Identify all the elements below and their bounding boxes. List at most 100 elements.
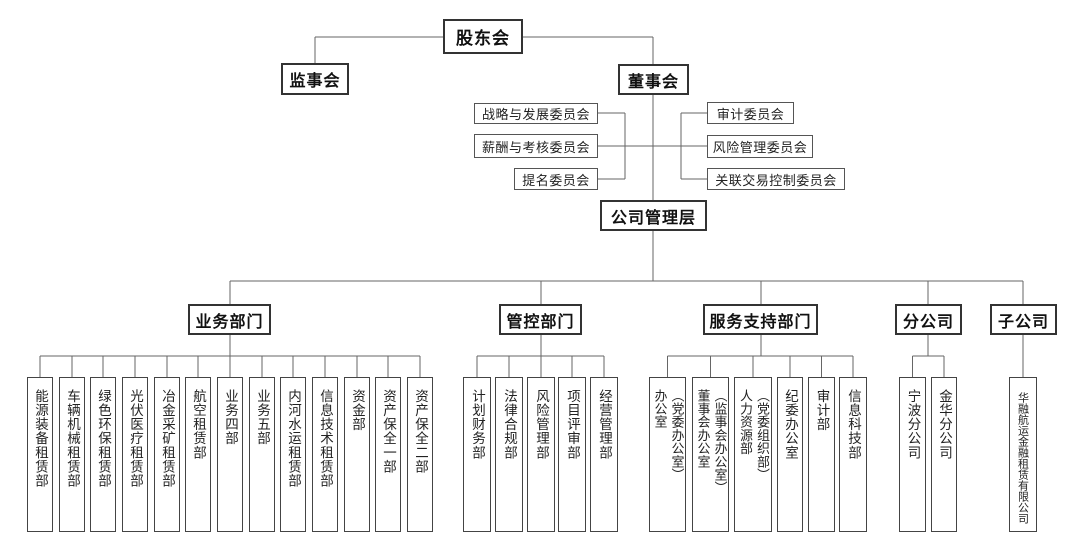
committee-label: 战略与发展委员会: [481, 108, 590, 123]
shareholders-meeting-box: 股东会: [443, 19, 523, 54]
committee-label: 提名委员会: [522, 173, 590, 189]
unit-label: 资金部: [349, 389, 365, 431]
unit-label: 能源装备租赁部: [32, 389, 48, 488]
committee-label: 关联交易控制委员会: [715, 173, 837, 189]
unit-label: 办公室（党委办公室）: [651, 389, 685, 481]
unit-label: 冶金采矿租赁部: [159, 389, 175, 488]
unit-box-branches: 金华分公司: [931, 377, 957, 532]
unit-label: 宁波分公司: [905, 389, 921, 460]
unit-label: 法律合规部: [501, 389, 517, 460]
unit-name: 项目评审部: [564, 389, 580, 460]
unit-box-business: 资产保全一部: [375, 377, 401, 532]
unit-box-control: 经营管理部: [590, 377, 618, 532]
supervisory-board-box: 监事会: [281, 63, 349, 95]
unit-label: 内河水运租赁部: [285, 389, 301, 488]
management-box: 公司管理层: [600, 200, 707, 231]
unit-name: 纪委办公室: [782, 389, 798, 460]
unit-label: 计划财务部: [469, 389, 485, 460]
unit-label: 车辆机械租赁部: [64, 389, 80, 488]
supervisory-board-label: 监事会: [289, 71, 341, 90]
unit-label: 风险管理部: [533, 389, 549, 460]
unit-name: 业务四部: [222, 389, 238, 446]
unit-box-service-support: 审计部: [808, 377, 835, 532]
unit-name: 经营管理部: [596, 389, 612, 460]
unit-label: 资产保全二部: [412, 389, 428, 474]
unit-name: 信息技术租赁部: [317, 389, 333, 488]
unit-box-service-support: 信息科技部: [839, 377, 867, 532]
unit-name: 宁波分公司: [904, 389, 921, 460]
unit-box-service-support: 董事会办公室（监事会办公室）: [692, 377, 729, 532]
committee-label: 审计委员会: [716, 107, 785, 123]
unit-label: 人力资源部（党委组织部）: [736, 389, 770, 481]
unit-alias: （党委组织部）: [754, 389, 769, 482]
committee-nomination: 提名委员会: [514, 168, 598, 190]
unit-label: 业务四部: [222, 389, 238, 445]
division-subsidiaries-box: 子公司: [990, 304, 1057, 335]
unit-label: 董事会办公室（监事会办公室）: [694, 389, 728, 495]
committee-label: 风险管理委员会: [712, 141, 808, 156]
unit-label: 信息科技部: [845, 389, 861, 460]
unit-name: 金华分公司: [936, 389, 952, 460]
division-label: 子公司: [997, 311, 1049, 331]
management-label: 公司管理层: [610, 207, 696, 227]
unit-label: 光伏医疗租赁部: [127, 389, 143, 488]
unit-box-service-support: 纪委办公室: [777, 377, 803, 532]
unit-name: 华融航运金融租赁有限公司: [1016, 392, 1030, 524]
unit-box-business: 航空租赁部: [185, 377, 211, 532]
division-label: 管控部门: [506, 311, 575, 331]
unit-box-control: 风险管理部: [527, 377, 555, 532]
board-of-directors-label: 董事会: [627, 71, 679, 91]
unit-box-subsidiaries: 华融航运金融租赁有限公司: [1009, 377, 1037, 532]
unit-label: 绿色环保租赁部: [95, 389, 111, 488]
unit-name: 资产保全二部: [412, 389, 428, 474]
unit-name: 冶金采矿租赁部: [159, 389, 175, 488]
unit-box-business: 业务五部: [249, 377, 275, 532]
committee-label: 薪酬与考核委员会: [481, 140, 590, 156]
unit-box-business: 绿色环保租赁部: [90, 377, 116, 532]
unit-name: 信息科技部: [845, 389, 861, 460]
unit-box-business: 内河水运租赁部: [280, 377, 306, 532]
unit-box-service-support: 人力资源部（党委组织部）: [734, 377, 772, 532]
division-label: 业务部门: [195, 311, 264, 331]
unit-box-business: 光伏医疗租赁部: [122, 377, 148, 532]
unit-box-branches: 宁波分公司: [899, 377, 926, 532]
unit-name: 航空租赁部: [190, 389, 206, 460]
unit-box-control: 计划财务部: [463, 377, 491, 532]
unit-name: 内河水运租赁部: [285, 389, 301, 488]
committee-audit: 审计委员会: [707, 102, 794, 124]
unit-box-business: 冶金采矿租赁部: [154, 377, 180, 532]
division-branches-box: 分公司: [895, 304, 962, 335]
unit-label: 华融航运金融租赁有限公司: [1017, 389, 1030, 524]
division-label: 服务支持部门: [709, 311, 812, 331]
division-service-support-box: 服务支持部门: [703, 304, 818, 335]
unit-label: 信息技术租赁部: [317, 389, 333, 488]
unit-name: 人力资源部: [737, 389, 752, 455]
unit-box-business: 资金部: [344, 377, 370, 532]
unit-label: 航空租赁部: [190, 389, 206, 460]
unit-box-control: 法律合规部: [495, 377, 523, 532]
unit-name: 光伏医疗租赁部: [127, 389, 143, 488]
unit-label: 资产保全一部: [380, 389, 396, 474]
unit-box-business: 业务四部: [217, 377, 243, 532]
unit-name: 车辆机械租赁部: [64, 389, 80, 488]
unit-name: 资金部: [349, 389, 365, 432]
division-control-box: 管控部门: [499, 304, 582, 335]
unit-box-business: 能源装备租赁部: [27, 377, 53, 532]
unit-name: 业务五部: [254, 389, 270, 446]
division-business-box: 业务部门: [188, 304, 271, 335]
committee-remuneration-appraisal: 薪酬与考核委员会: [474, 134, 598, 158]
unit-box-service-support: 办公室（党委办公室）: [649, 377, 686, 532]
unit-name: 资产保全一部: [380, 389, 396, 474]
unit-name: 能源装备租赁部: [32, 389, 48, 488]
unit-box-business: 资产保全二部: [407, 377, 433, 532]
unit-name: 计划财务部: [469, 389, 485, 460]
shareholders-meeting-label: 股东会: [456, 29, 510, 49]
unit-box-business: 车辆机械租赁部: [59, 377, 85, 532]
committee-strategy-development: 战略与发展委员会: [474, 103, 598, 124]
unit-alias: （党委办公室）: [668, 389, 684, 482]
unit-label: 纪委办公室: [782, 389, 798, 460]
unit-name: 法律合规部: [501, 389, 517, 460]
unit-name: 审计部: [813, 389, 830, 432]
unit-alias: （监事会办公室）: [711, 389, 727, 495]
